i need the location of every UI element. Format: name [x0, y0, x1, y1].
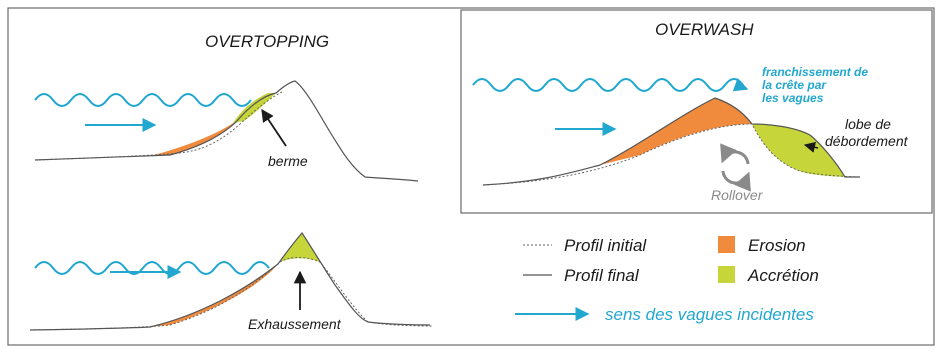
accretion-area — [280, 233, 320, 262]
final-profile — [29, 232, 431, 331]
legend-accretion: Accrétion — [747, 266, 819, 285]
label-lobe-line-2: débordement — [825, 133, 909, 149]
label-berme: berme — [268, 153, 308, 169]
label-lobe-line-1: lobe de — [845, 116, 891, 132]
legend-profil-initial: Profil initial — [564, 236, 647, 255]
arrow-right-icon — [732, 78, 749, 92]
accretion-area — [233, 93, 276, 123]
initial-profile — [34, 91, 283, 161]
overtopping-title: OVERTOPPING — [205, 32, 329, 51]
berme-arrow — [261, 108, 287, 147]
figure-frame — [7, 7, 935, 346]
overwash-title: OVERWASH — [655, 20, 754, 39]
accretion-area — [752, 124, 845, 177]
legend-profil-final: Profil final — [564, 266, 640, 285]
legend-erosion: Erosion — [748, 236, 806, 255]
wave-icon — [34, 261, 270, 275]
final-profile — [34, 80, 419, 182]
legend-wave-direction: sens des vagues incidentes — [605, 305, 814, 324]
overtopping-exhaussement-panel: Exhaussement — [29, 232, 433, 332]
crest-note-line-3: les vagues — [762, 91, 824, 105]
initial-profile — [482, 123, 861, 186]
crest-note-line-1: franchissement de — [762, 65, 868, 79]
overwash-panel: OVERWASH Rollover franchissement de la c… — [472, 20, 909, 203]
rollover-cycle-icon — [720, 143, 751, 192]
label-rollover: Rollover — [711, 187, 764, 203]
overwash-panel-frame — [460, 9, 933, 214]
legend-accretion-swatch — [718, 266, 735, 283]
legend: Profil initial Profil final Erosion Accr… — [515, 236, 819, 324]
wave-icon — [34, 93, 252, 107]
erosion-area — [600, 98, 752, 165]
wave-icon — [472, 78, 744, 92]
crest-note-line-2: la crête par — [762, 78, 827, 92]
legend-erosion-swatch — [718, 236, 735, 253]
overtopping-panel: OVERTOPPING berme — [34, 32, 419, 182]
lobe-arrow — [803, 141, 819, 153]
final-profile — [482, 97, 860, 186]
label-exhaussement: Exhaussement — [248, 316, 342, 332]
